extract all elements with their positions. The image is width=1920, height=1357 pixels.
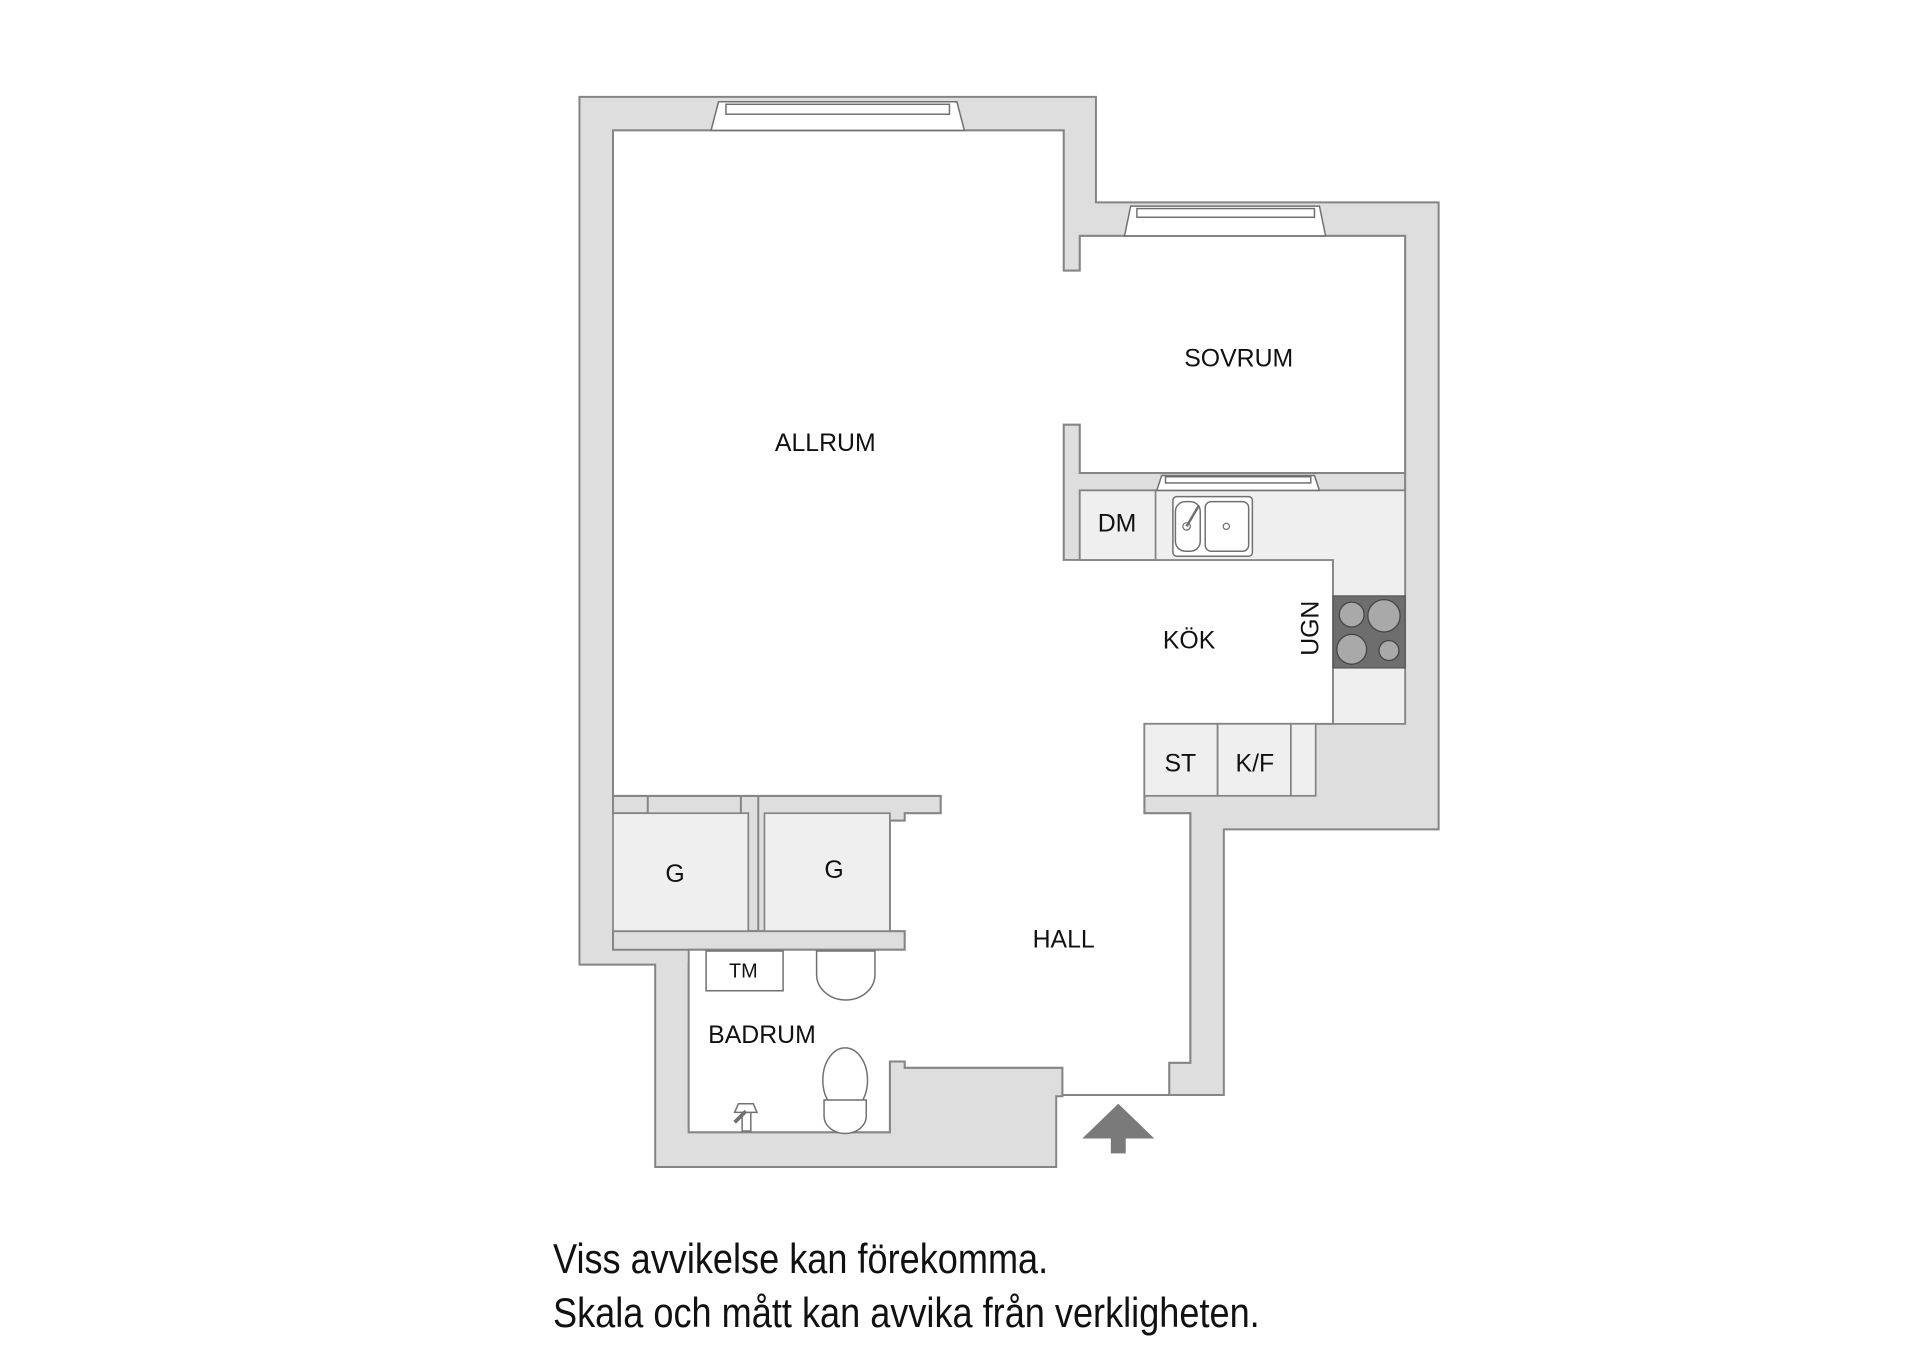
label-st: ST (1165, 750, 1197, 777)
disclaimer-line-1: Viss avvikelse kan förekomma. (553, 1235, 1049, 1282)
label-hall: HALL (1033, 927, 1095, 954)
closet-g2 (763, 812, 891, 933)
disclaimer: Viss avvikelse kan förekomma. Skala och … (553, 1232, 1260, 1340)
label-kf: K/F (1236, 750, 1275, 777)
rooms (611, 129, 1407, 1134)
label-dm: DM (1098, 511, 1137, 538)
shower-icon (733, 1102, 759, 1132)
label-kok: KÖK (1163, 627, 1216, 654)
stadskap (1143, 722, 1219, 797)
label-sovrum: SOVRUM (1184, 346, 1293, 373)
room-labels: ALLRUM SOVRUM KÖK HALL BADRUM G G DM UGN… (665, 346, 1324, 1050)
sink-icon (1172, 495, 1254, 557)
label-allrum: ALLRUM (775, 430, 876, 457)
entrance-arrow-icon (1082, 1103, 1155, 1154)
bathroom-fixtures (705, 950, 876, 1135)
window-icon (710, 101, 1327, 492)
stove-icon (1332, 595, 1406, 669)
washbasin-icon (815, 950, 876, 1001)
dishwasher (1078, 489, 1157, 561)
disclaimer-line-2: Skala och mått kan avvika från verklighe… (553, 1289, 1260, 1336)
label-tm: TM (729, 960, 758, 982)
washing-machine (705, 950, 784, 992)
kitchen-counters (1078, 489, 1406, 797)
label-ugn: UGN (1298, 601, 1325, 656)
kyl-frys (1216, 722, 1292, 797)
label-garderob-2: G (824, 857, 843, 884)
closet-g1 (612, 812, 750, 933)
label-badrum: BADRUM (708, 1022, 816, 1049)
label-garderob-1: G (665, 861, 684, 888)
